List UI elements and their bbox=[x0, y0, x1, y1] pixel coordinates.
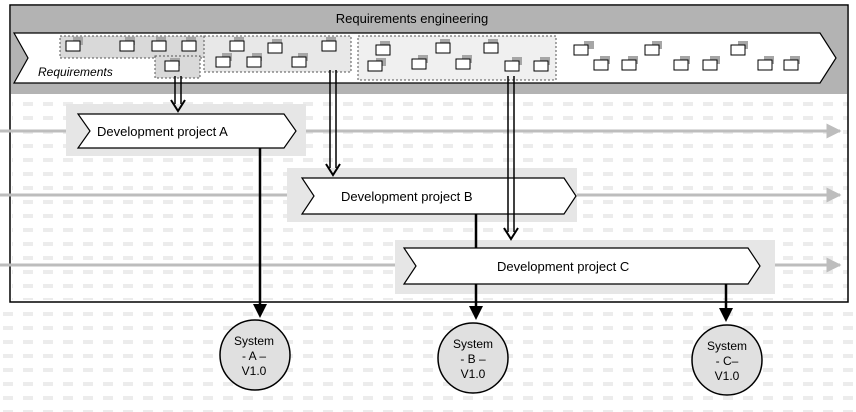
requirement-item bbox=[573, 41, 594, 56]
requirement-item bbox=[375, 41, 391, 56]
system-c-line-1: System bbox=[707, 339, 747, 353]
project-a-chevron bbox=[76, 113, 297, 149]
system-c-line-2: - C– bbox=[716, 354, 739, 368]
system-a-line-3: V1.0 bbox=[242, 364, 267, 378]
system-c-circle bbox=[691, 324, 763, 396]
requirements-to-project-c-arrow bbox=[503, 76, 519, 241]
system-a-circle bbox=[219, 319, 291, 391]
requirement-item bbox=[504, 57, 522, 72]
requirement-item bbox=[164, 58, 180, 72]
diagram-frame bbox=[9, 4, 849, 303]
system-b-arrowhead bbox=[469, 306, 483, 320]
requirement-item bbox=[119, 37, 135, 52]
requirement-item bbox=[229, 37, 245, 52]
requirement-item bbox=[367, 58, 386, 72]
requirements-label: Requirements bbox=[38, 65, 113, 79]
requirement-item bbox=[291, 53, 308, 68]
project-c-chevron bbox=[402, 247, 761, 285]
requirement-item bbox=[65, 37, 83, 52]
requirement-item bbox=[435, 39, 451, 54]
system-a-line-2: - A – bbox=[242, 349, 266, 363]
requirement-item bbox=[702, 56, 720, 71]
system-b-line-3: V1.0 bbox=[461, 367, 486, 381]
project-a-label: Development project A bbox=[97, 124, 228, 139]
requirement-item bbox=[783, 56, 800, 71]
system-c-line-3: V1.0 bbox=[715, 369, 740, 383]
system-b-circle bbox=[437, 322, 509, 394]
project-b-label: Development project B bbox=[341, 189, 473, 204]
requirements-to-project-b-arrow bbox=[325, 70, 341, 177]
requirement-item bbox=[644, 41, 662, 56]
requirement-item bbox=[621, 56, 638, 71]
requirement-item bbox=[455, 55, 472, 70]
requirement-item bbox=[757, 56, 774, 71]
requirement-item bbox=[533, 57, 550, 72]
requirement-group-c bbox=[357, 35, 557, 81]
requirement-item bbox=[246, 53, 262, 68]
requirement-item bbox=[321, 37, 337, 52]
requirements-engineering-title: Requirements engineering bbox=[336, 11, 488, 26]
system-a-arrowhead bbox=[253, 304, 267, 318]
requirement-boxes bbox=[65, 37, 800, 72]
system-b-line-1: System bbox=[453, 337, 493, 351]
requirement-item bbox=[151, 37, 167, 52]
project-c-label: Development project C bbox=[497, 259, 629, 274]
requirement-item bbox=[730, 41, 748, 56]
system-a-line-1: System bbox=[234, 334, 274, 348]
requirement-item bbox=[181, 37, 197, 52]
requirement-item bbox=[483, 39, 499, 54]
requirements-to-project-a-arrow bbox=[170, 76, 186, 113]
system-c-arrowhead bbox=[719, 308, 733, 322]
requirement-item bbox=[673, 56, 690, 71]
requirement-item bbox=[593, 56, 610, 71]
system-b-line-2: - B – bbox=[460, 352, 486, 366]
requirement-item bbox=[267, 39, 283, 54]
requirement-item bbox=[411, 55, 428, 70]
requirement-item bbox=[215, 53, 232, 68]
